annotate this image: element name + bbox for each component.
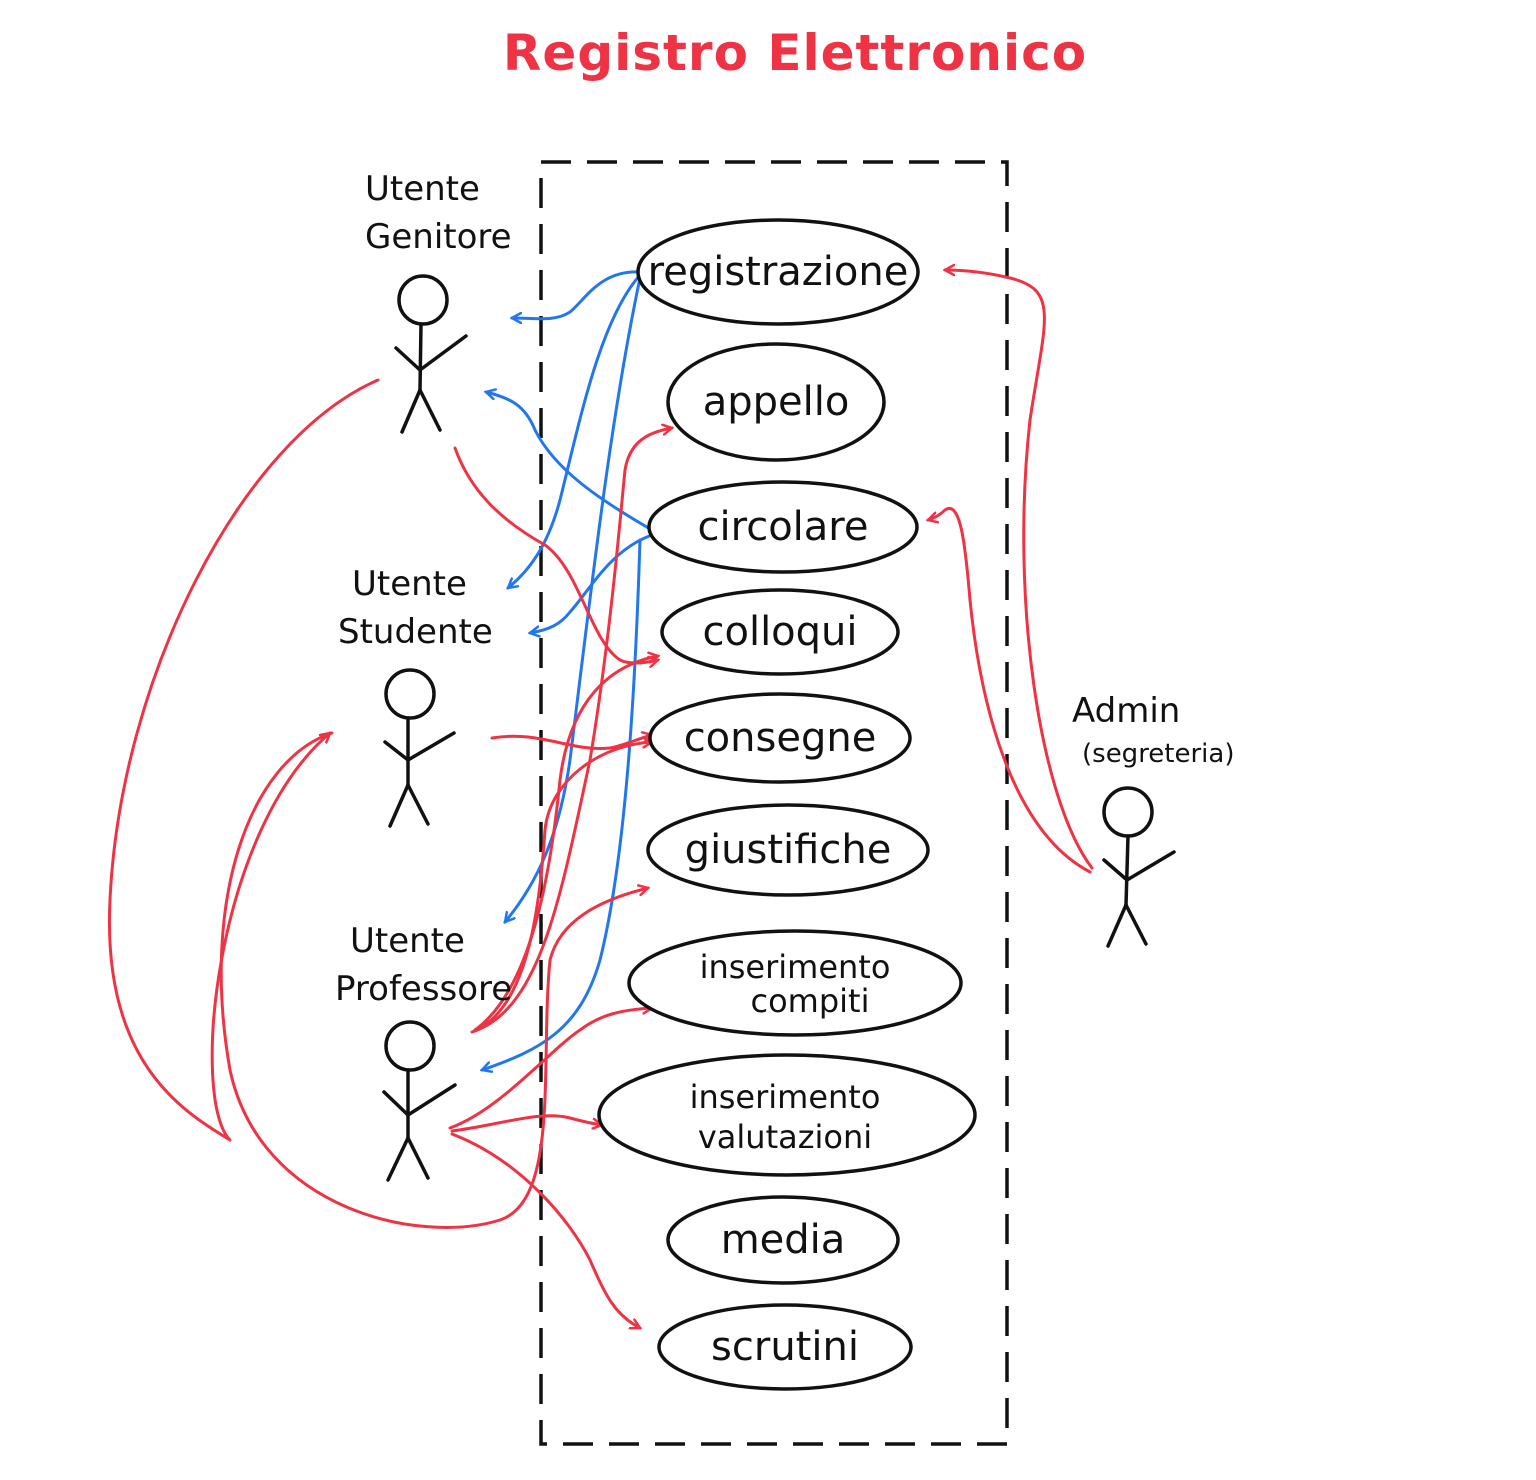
link-studente-consegne xyxy=(490,735,652,750)
use-case-label: media xyxy=(721,1217,846,1263)
use-case-inserimento-valutazioni[interactable]: inserimento valutazioni xyxy=(597,1053,977,1177)
actor-label-line2: Professore xyxy=(335,969,512,1009)
link-circolare-genitore xyxy=(486,392,654,532)
stick-figure-icon xyxy=(394,274,468,434)
use-case-media[interactable]: media xyxy=(666,1195,900,1285)
actor-studente[interactable]: Utente Studente xyxy=(338,564,493,828)
stick-figure-icon xyxy=(382,1020,457,1182)
associations xyxy=(107,270,1094,1328)
system-boundary xyxy=(539,160,1009,1446)
link-registrazione-professore xyxy=(505,276,642,922)
link-admin-circolare xyxy=(928,507,1092,874)
use-case-inserimento-compiti[interactable]: inserimento compiti xyxy=(627,929,963,1037)
link-professore-appello xyxy=(470,428,672,1034)
actor-admin[interactable]: Admin (segreteria) xyxy=(1072,691,1234,948)
actor-label-line1: Admin xyxy=(1072,691,1180,731)
use-case-colloqui[interactable]: colloqui xyxy=(660,588,900,676)
actor-label-line2: Studente xyxy=(338,612,493,652)
link-professore-scrutini xyxy=(450,1132,640,1328)
actor-label-line1: Utente xyxy=(365,169,480,209)
use-case-label: consegne xyxy=(684,715,877,761)
link-circolare-professore xyxy=(482,538,642,1070)
link-registrazione-studente xyxy=(508,273,642,588)
use-case-label: appello xyxy=(703,379,850,425)
link-studente-giustifiche xyxy=(219,731,648,1229)
actor-genitore[interactable]: Utente Genitore xyxy=(365,169,512,434)
use-case-label: giustifiche xyxy=(685,827,892,873)
actor-label-line2: (segreteria) xyxy=(1082,739,1234,769)
use-case-scrutini[interactable]: scrutini xyxy=(657,1303,913,1391)
link-genitore-colloqui xyxy=(453,446,658,663)
actor-label-line2: Genitore xyxy=(365,217,512,257)
use-case-label-line1: inserimento xyxy=(690,1078,881,1116)
link-professore-inserimento-valutazioni xyxy=(450,1114,602,1133)
use-case-label-line2: compiti xyxy=(751,982,870,1020)
use-case-label: circolare xyxy=(698,504,869,550)
actor-professore[interactable]: Utente Professore xyxy=(335,921,512,1182)
link-admin-registrazione xyxy=(945,270,1094,870)
use-case-giustifiche[interactable]: giustifiche xyxy=(646,803,930,897)
link-professore-consegne xyxy=(478,742,652,1030)
stick-figure-icon xyxy=(1102,786,1176,948)
link-genitore-giustifiche xyxy=(107,378,380,1142)
link-registrazione-genitore xyxy=(512,270,642,319)
use-case-label: scrutini xyxy=(711,1324,859,1370)
use-case-label: colloqui xyxy=(702,609,857,655)
use-case-label: registrazione xyxy=(648,249,909,295)
use-case-consegne[interactable]: consegne xyxy=(648,692,912,784)
use-case-label-line2: valutazioni xyxy=(698,1118,872,1156)
use-case-registrazione[interactable]: registrazione xyxy=(636,218,920,326)
use-case-circolare[interactable]: circolare xyxy=(647,480,919,574)
diagram-title: Registro Elettronico xyxy=(503,24,1087,82)
use-case-appello[interactable]: appello xyxy=(666,342,886,462)
actor-label-line1: Utente xyxy=(350,921,465,961)
use-case-label-line1: inserimento xyxy=(700,948,891,986)
actor-label-line1: Utente xyxy=(352,564,467,604)
stick-figure-icon xyxy=(383,668,456,828)
link-circolare-studente xyxy=(530,533,654,633)
link-professore-inserimento-compiti xyxy=(448,1008,652,1130)
